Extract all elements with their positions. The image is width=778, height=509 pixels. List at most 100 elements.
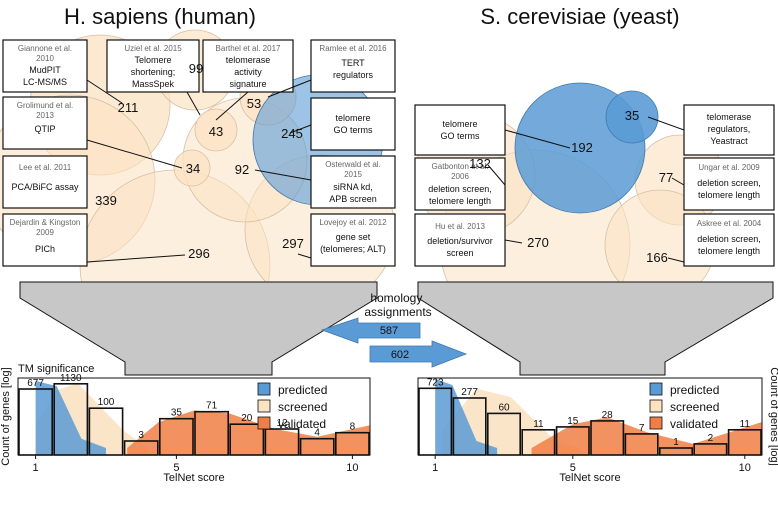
bar — [486, 412, 521, 456]
count-go-terms: 245 — [281, 126, 303, 141]
svg-text:activity: activity — [234, 67, 262, 77]
legend-label-validated: validated — [670, 417, 718, 431]
svg-text:PCA/BiFC assay: PCA/BiFC assay — [11, 182, 79, 192]
human-box-ramlee: Ramlee et al. 2016 TERT regulators — [310, 39, 396, 93]
svg-text:telomere: telomere — [442, 119, 477, 129]
human-box-go-terms: telomere GO terms — [310, 97, 396, 151]
bar-label: 8 — [350, 422, 356, 433]
x-tick-label: 1 — [33, 462, 39, 474]
svg-text:QTIP: QTIP — [34, 124, 55, 134]
arrow-to-yeast — [369, 340, 468, 368]
svg-text:Barthel et al. 2017: Barthel et al. 2017 — [216, 44, 281, 53]
yeast-box-gatbonton: Gatbonton et al. 2006 deletion screen, t… — [414, 157, 506, 211]
svg-text:2015: 2015 — [344, 170, 362, 179]
bar — [521, 428, 556, 456]
chart-frame — [17, 377, 371, 456]
bar-label: 1130 — [60, 373, 82, 384]
human-title: H. sapiens (human) — [64, 4, 256, 29]
svg-text:Ramlee et al. 2016: Ramlee et al. 2016 — [319, 44, 387, 53]
count-ungar: 77 — [659, 170, 673, 185]
venn-circle-barthel — [194, 108, 238, 152]
svg-text:Ungar et al. 2009: Ungar et al. 2009 — [698, 163, 760, 172]
svg-text:telomere: telomere — [335, 113, 370, 123]
svg-text:Hu et al. 2013: Hu et al. 2013 — [435, 222, 485, 231]
bar — [229, 423, 265, 456]
bar — [299, 437, 335, 456]
bar — [658, 447, 693, 456]
bar-label: 15 — [567, 416, 579, 427]
bar-label: 71 — [206, 401, 218, 412]
area-validated — [531, 417, 762, 455]
svg-text:regulators: regulators — [333, 70, 374, 80]
chart-frame — [417, 377, 763, 456]
bar-label: 1 — [673, 437, 679, 448]
legend-swatch-validated — [649, 416, 663, 430]
x-tick-label: 5 — [570, 462, 576, 474]
legend-swatch-predicted — [649, 382, 663, 396]
tm-significance-label: TM significance — [18, 363, 94, 375]
bar-label: 35 — [171, 408, 183, 419]
svg-text:telomerase: telomerase — [707, 112, 752, 122]
bar — [264, 428, 300, 456]
svg-text:2006: 2006 — [451, 172, 469, 181]
legend-label-screened: screened — [670, 400, 719, 414]
bar — [123, 440, 159, 456]
svg-text:Askree et al. 2004: Askree et al. 2004 — [697, 219, 762, 228]
svg-text:Giannone et al.: Giannone et al. — [18, 44, 72, 53]
svg-text:deletion screen,: deletion screen, — [428, 184, 492, 194]
yeast-box-ungar: Ungar et al. 2009 deletion screen, telom… — [683, 157, 775, 211]
bar-label: 11 — [533, 419, 544, 430]
legend-swatch-screened — [257, 399, 271, 413]
bar — [53, 382, 89, 456]
bar-label: 20 — [241, 413, 253, 424]
svg-text:2013: 2013 — [36, 111, 54, 120]
human-box-giannone: Giannone et al. 2010 MudPIT LC-MS/MS — [2, 39, 88, 93]
human-box-uziel: Uziel et al. 2015 Telomere shortening; M… — [106, 39, 200, 93]
count-barthel: 43 — [209, 124, 223, 139]
svg-text:Osterwald et al.: Osterwald et al. — [325, 160, 381, 169]
y-axis-label: Count of genes [log] — [768, 367, 778, 465]
count-giannone: 211 — [118, 100, 139, 115]
svg-text:PICh: PICh — [35, 244, 55, 254]
svg-text:deletion/survivor: deletion/survivor — [427, 236, 493, 246]
bar-label: 100 — [98, 397, 115, 408]
svg-text:MudPIT: MudPIT — [29, 65, 61, 75]
svg-text:Lee et al. 2011: Lee et al. 2011 — [19, 163, 72, 172]
legend-label-screened: screened — [278, 400, 327, 414]
svg-text:GO terms: GO terms — [333, 125, 373, 135]
bar-label: 723 — [427, 377, 444, 388]
area-validated — [127, 410, 370, 455]
x-tick-label: 10 — [739, 462, 751, 474]
svg-text:signature: signature — [229, 79, 266, 89]
svg-text:deletion screen,: deletion screen, — [697, 178, 761, 188]
bar-label: 7 — [639, 423, 645, 434]
svg-text:gene set: gene set — [336, 232, 371, 242]
svg-text:2010: 2010 — [36, 54, 54, 63]
human-box-barthel: Barthel et al. 2017 telomerase activity … — [202, 39, 294, 93]
bar — [194, 410, 230, 456]
yeast-box-yeastract: telomerase regulators, Yeastract — [683, 104, 775, 156]
svg-text:GO terms: GO terms — [440, 131, 480, 141]
area-predicted — [35, 380, 106, 455]
arrow-to-human — [320, 317, 421, 344]
bar-label: 4 — [314, 428, 320, 439]
svg-text:telomerase: telomerase — [226, 55, 271, 65]
yeast-box-askree: Askree et al. 2004 deletion screen, telo… — [683, 213, 775, 267]
yeast-box-go-terms: telomere GO terms — [414, 104, 506, 156]
yeast-box-hu: Hu et al. 2013 deletion/survivor screen — [414, 213, 506, 267]
svg-text:Telomere: Telomere — [134, 55, 171, 65]
bar-label: 277 — [461, 387, 478, 398]
bar-label: 11 — [740, 419, 751, 430]
venn-circle-yeastract — [605, 90, 659, 144]
svg-text:MassSpek: MassSpek — [132, 79, 175, 89]
human-funnel — [19, 281, 378, 376]
svg-text:(telomeres; ALT): (telomeres; ALT) — [320, 244, 386, 254]
bar-label: 3 — [138, 430, 144, 441]
count-yeast-go: 192 — [571, 140, 593, 155]
svg-text:TERT: TERT — [341, 58, 365, 68]
legend-label-predicted: predicted — [670, 383, 719, 397]
svg-text:screen: screen — [446, 248, 473, 258]
bar — [624, 433, 659, 456]
